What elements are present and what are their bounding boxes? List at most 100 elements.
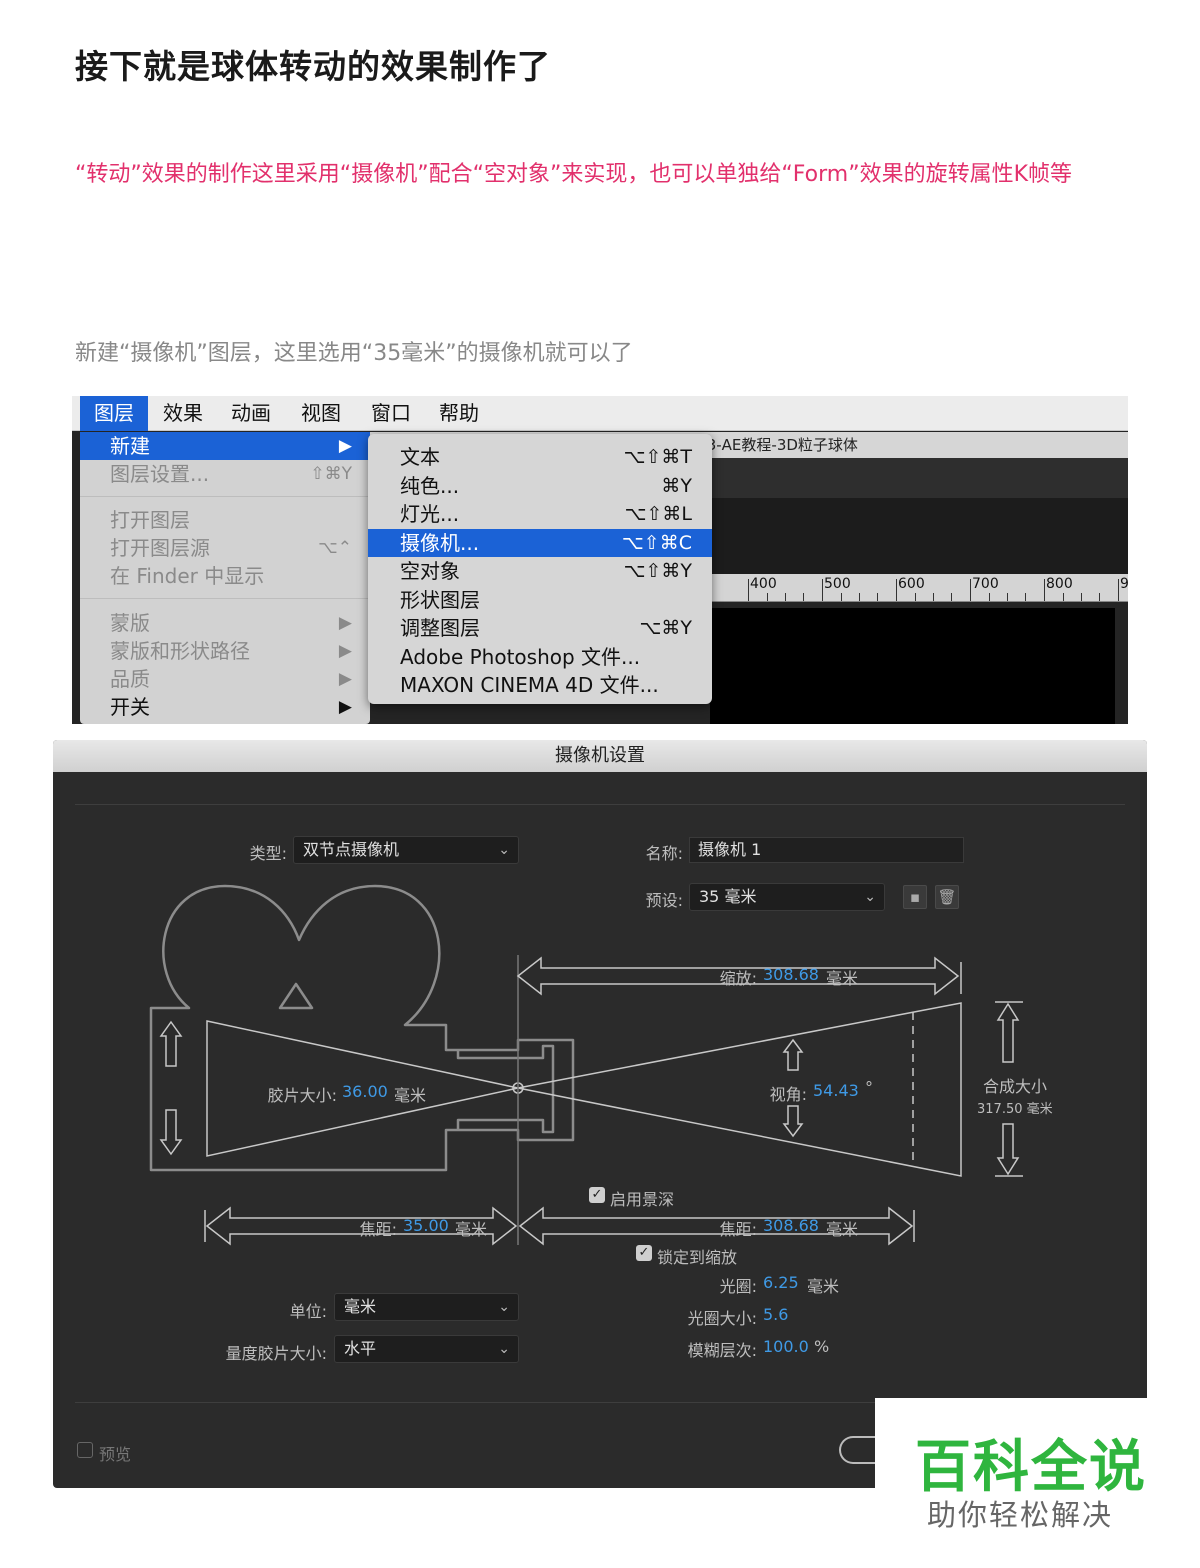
submenu-arrow-icon: ▶ — [338, 669, 352, 689]
film-size-value[interactable]: 36.00 — [342, 1082, 388, 1101]
zoom-dimension-arrow — [516, 956, 960, 996]
menu-animation[interactable]: 动画 — [231, 401, 271, 425]
zoom-value[interactable]: 308.68 — [763, 965, 819, 984]
menu-item-switches[interactable]: 开关▶ — [110, 695, 352, 719]
enable-dof-checkbox[interactable]: ✓ — [589, 1187, 605, 1203]
dialog-title: 摄像机设置 — [53, 740, 1147, 772]
ruler-label: 9 — [1120, 576, 1128, 592]
aperture-unit: 毫米 — [807, 1277, 840, 1296]
submenu-item-adjustment-layer[interactable]: 调整图层⌥⌘Y — [400, 616, 692, 640]
menu-item-mask-shape-path[interactable]: 蒙版和形状路径▶ — [110, 639, 352, 663]
preset-select[interactable]: 35 毫米⌄ — [689, 883, 885, 911]
angle-value[interactable]: 54.43 — [813, 1081, 859, 1100]
submenu-arrow-icon: ▶ — [338, 697, 352, 717]
aperture-value[interactable]: 6.25 — [763, 1273, 799, 1292]
chevron-down-icon: ⌄ — [864, 889, 876, 905]
menu-item-layer-settings[interactable]: 图层设置...⇧⌘Y — [110, 462, 352, 486]
submenu-item-shape-layer[interactable]: 形状图层 — [400, 587, 480, 612]
ruler-label: 500 — [824, 576, 851, 592]
focus-distance-arrow — [518, 1206, 914, 1246]
f-stop-label: 光圈大小: — [687, 1309, 757, 1328]
comp-size-up-arrow — [996, 1002, 1020, 1063]
submenu-item-cinema4d-file[interactable]: MAXON CINEMA 4D 文件... — [400, 673, 659, 697]
focal-length-unit: 毫米 — [455, 1220, 488, 1239]
frustum-left — [206, 1020, 519, 1157]
degree-unit: ° — [865, 1078, 873, 1097]
name-label: 名称: — [645, 844, 683, 863]
camera-diagram — [149, 884, 1023, 1246]
enable-dof-label: 启用景深 — [610, 1190, 675, 1209]
lock-to-zoom-checkbox[interactable]: ✓ — [636, 1245, 652, 1261]
submenu-arrow-icon: ▶ — [338, 436, 352, 456]
units-select[interactable]: 毫米⌄ — [334, 1293, 519, 1321]
angle-up-arrow — [782, 1038, 804, 1071]
units-label: 单位: — [289, 1302, 327, 1321]
camera-body-outline — [149, 884, 575, 1172]
camera-lens-outline — [456, 1044, 555, 1134]
angle-down-arrow — [782, 1105, 804, 1138]
camera-settings-dialog: 摄像机设置 — [53, 740, 1147, 1488]
watermark: 百科全说 助你轻松解决 — [875, 1398, 1147, 1543]
aperture-label: 光圈: — [719, 1277, 757, 1296]
submenu-arrow-icon: ▶ — [338, 641, 352, 661]
blur-level-unit: % — [814, 1337, 830, 1356]
timeline-ruler: 400 500 600 700 800 9 — [710, 574, 1128, 602]
menu-help[interactable]: 帮助 — [439, 401, 479, 425]
measure-film-size-select[interactable]: 水平⌄ — [334, 1335, 519, 1363]
ruler-label: 800 — [1046, 576, 1073, 592]
chevron-down-icon: ⌄ — [498, 842, 510, 858]
menu-window[interactable]: 窗口 — [371, 401, 411, 425]
preview-label: 预览 — [99, 1445, 132, 1464]
blur-level-value[interactable]: 100.0 — [763, 1337, 809, 1356]
ok-button-partial[interactable] — [839, 1436, 899, 1464]
lock-to-zoom-label: 锁定到缩放 — [657, 1248, 738, 1267]
submenu-item-light[interactable]: 灯光...⌥⇧⌘L — [400, 502, 692, 526]
menu-view[interactable]: 视图 — [301, 401, 341, 425]
save-preset-icon: ▪ — [909, 888, 921, 906]
comp-size-value: 317.50 毫米 — [977, 1102, 1053, 1117]
menu-item-reveal-in-finder[interactable]: 在 Finder 中显示 — [110, 564, 265, 588]
focus-distance-value[interactable]: 308.68 — [763, 1216, 819, 1235]
trash-icon: 🗑 — [937, 888, 957, 906]
submenu-item-text[interactable]: 文本⌥⇧⌘T — [400, 445, 692, 469]
film-size-unit: 毫米 — [394, 1086, 427, 1105]
menu-item-open-layer-source[interactable]: 打开图层源⌥⌃ — [110, 536, 352, 560]
film-size-up-arrow — [159, 1020, 183, 1067]
chevron-down-icon: ⌄ — [498, 1341, 510, 1357]
submenu-item-camera[interactable]: 摄像机...⌥⇧⌘C — [368, 528, 712, 557]
focal-length-label: 焦距: — [359, 1220, 397, 1239]
submenu-item-photoshop-file[interactable]: Adobe Photoshop 文件... — [400, 644, 641, 669]
delete-preset-button[interactable]: 🗑 — [935, 885, 959, 909]
comp-size-down-arrow — [996, 1123, 1020, 1176]
camera-triangle-mark — [278, 982, 314, 1010]
measure-film-size-label: 量度胶片大小: — [225, 1344, 327, 1363]
preview-checkbox[interactable] — [77, 1442, 93, 1458]
blur-level-label: 模糊层次: — [687, 1341, 757, 1360]
preset-label: 预设: — [645, 891, 683, 910]
menu-item-quality[interactable]: 品质▶ — [110, 667, 352, 691]
zoom-label: 缩放: — [719, 969, 757, 988]
focus-distance-label: 焦距: — [719, 1220, 757, 1239]
menu-item-new[interactable]: 新建▶ — [80, 432, 370, 460]
submenu-item-null-object[interactable]: 空对象⌥⇧⌘Y — [400, 559, 692, 583]
article-step: 新建“摄像机”图层，这里选用“35毫米”的摄像机就可以了 — [75, 341, 633, 366]
submenu-item-solid[interactable]: 纯色...⌘Y — [400, 473, 692, 498]
panel-body — [710, 498, 1128, 574]
name-field[interactable]: 摄像机 1 — [689, 837, 964, 863]
menu-item-mask[interactable]: 蒙版▶ — [110, 611, 352, 635]
menu-item-open-layer[interactable]: 打开图层 — [110, 508, 190, 532]
chevron-down-icon: ⌄ — [498, 1299, 510, 1315]
save-preset-button[interactable]: ▪ — [903, 885, 927, 909]
layer-menu: 新建▶ 图层设置...⇧⌘Y 打开图层 打开图层源⌥⌃ 在 Finder 中显示… — [80, 432, 370, 724]
article-note: “转动”效果的制作这里采用“摄像机”配合“空对象”来实现，也可以单独给“Form… — [75, 162, 1073, 187]
ruler-label: 400 — [750, 576, 777, 592]
f-stop-value[interactable]: 5.6 — [763, 1305, 789, 1324]
film-size-label: 胶片大小: — [267, 1086, 337, 1105]
frustum-right — [517, 1002, 962, 1177]
focal-length-value[interactable]: 35.00 — [403, 1216, 449, 1235]
focal-length-arrow — [205, 1206, 518, 1246]
article-heading: 接下就是球体转动的效果制作了 — [75, 47, 551, 86]
menu-effect[interactable]: 效果 — [163, 401, 203, 425]
type-select[interactable]: 双节点摄像机⌄ — [293, 836, 519, 864]
menu-layer[interactable]: 图层 — [80, 396, 148, 431]
